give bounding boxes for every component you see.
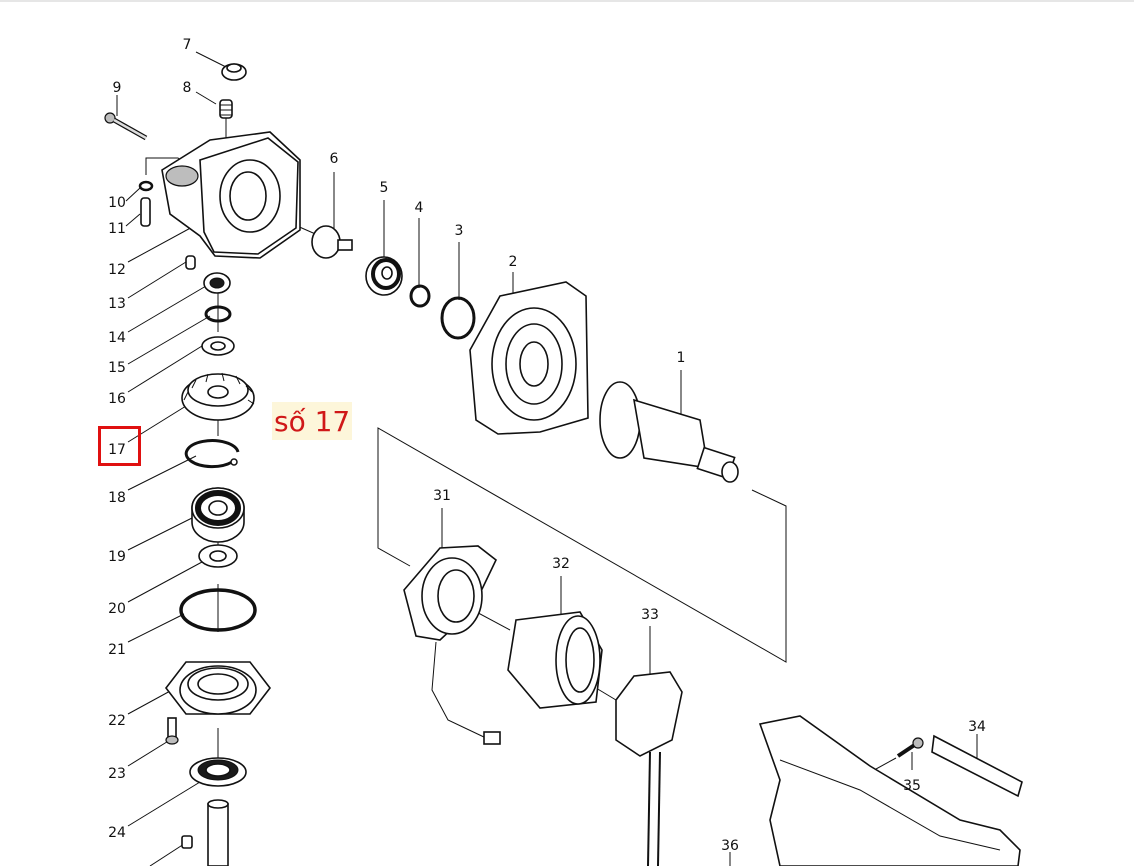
part-label-34: 34 — [968, 719, 986, 735]
part-label-23: 23 — [108, 766, 126, 782]
part-label-6: 6 — [330, 151, 339, 167]
part-8-spring — [219, 99, 233, 119]
part-label-19: 19 — [108, 549, 126, 565]
part-label-24: 24 — [108, 825, 126, 841]
part-6-pinion-gear — [311, 225, 353, 259]
part-10-o-ring — [138, 180, 154, 192]
part-label-17: 17 — [108, 442, 126, 458]
part-label-1: 1 — [677, 350, 686, 366]
part-labels: 1 2 3 4 5 6 7 8 9 10 11 12 13 14 15 16 1… — [108, 37, 986, 854]
part-label-18: 18 — [108, 490, 126, 506]
part-18-retaining-ring — [184, 439, 240, 469]
part-label-22: 22 — [108, 713, 126, 729]
part-15-retaining-ring — [204, 305, 232, 323]
part-label-35: 35 — [903, 778, 921, 794]
part-label-12: 12 — [108, 262, 126, 278]
part-label-31: 31 — [433, 488, 451, 504]
part-24-labyrinth-ring — [189, 757, 247, 787]
part-20-washer — [198, 544, 238, 568]
part-12-gear-housing — [161, 131, 301, 259]
part-spindle — [181, 799, 229, 866]
part-36-housing — [758, 715, 1021, 866]
part-33-brush-holder — [615, 671, 683, 866]
part-label-8: 8 — [183, 80, 192, 96]
part-31-baffle-plate — [403, 545, 501, 745]
part-label-11: 11 — [108, 221, 126, 237]
part-1-armature — [599, 381, 739, 483]
part-label-32: 32 — [552, 556, 570, 572]
part-17-spiral-bevel-gear — [181, 372, 255, 421]
part-32-field — [507, 611, 603, 709]
part-label-7: 7 — [183, 37, 192, 53]
part-34-name-plate — [931, 734, 1023, 798]
part-3-o-ring — [440, 296, 476, 340]
callout-label: số 17 — [274, 405, 350, 438]
part-label-2: 2 — [509, 254, 518, 270]
part-label-21: 21 — [108, 642, 126, 658]
part-4-retaining-ring — [409, 284, 431, 308]
leader-lines — [116, 51, 978, 866]
part-label-13: 13 — [108, 296, 126, 312]
top-border — [0, 0, 1134, 2]
part-label-16: 16 — [108, 391, 126, 407]
part-17-highlight-box — [98, 426, 141, 466]
part-22-bearing-box — [164, 661, 272, 715]
callout-background — [272, 402, 352, 440]
part-9-screw — [104, 112, 148, 141]
part-5-ball-bearing — [365, 256, 403, 296]
part-13-pin — [185, 255, 196, 270]
part-label-20: 20 — [108, 601, 126, 617]
part-label-3: 3 — [455, 223, 464, 239]
part-35-screw — [896, 737, 924, 758]
part-14-bearing — [203, 272, 231, 294]
part-19-ball-bearing — [191, 487, 245, 543]
part-label-14: 14 — [108, 330, 126, 346]
part-21-o-ring — [179, 588, 257, 632]
part-2-bearing-retainer — [469, 281, 589, 435]
part-label-5: 5 — [380, 180, 389, 196]
part-16-washer — [201, 336, 235, 356]
part-11-pin — [140, 197, 151, 227]
part-label-10: 10 — [108, 195, 126, 211]
part-23-screw — [165, 717, 179, 745]
part-label-36: 36 — [721, 838, 739, 854]
part-7-lock-button — [221, 63, 247, 81]
part-label-33: 33 — [641, 607, 659, 623]
part-label-4: 4 — [415, 200, 424, 216]
part-label-15: 15 — [108, 360, 126, 376]
part-label-9: 9 — [113, 80, 122, 96]
